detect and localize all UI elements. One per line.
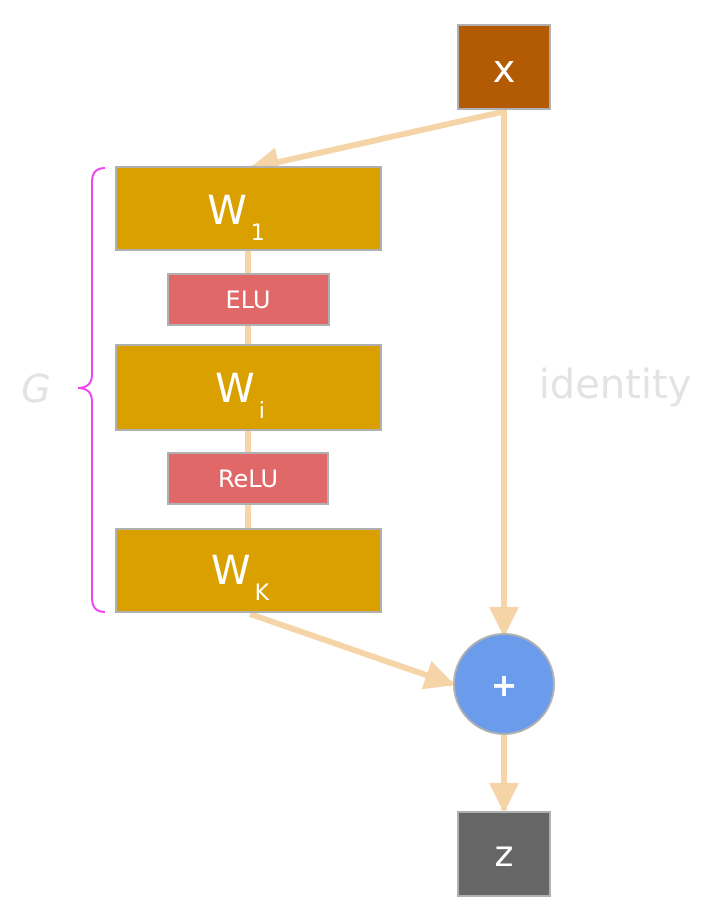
sum-node: + bbox=[453, 633, 555, 735]
layer-w1-label: W bbox=[207, 188, 247, 234]
input-label: x bbox=[493, 47, 516, 91]
output-node: z bbox=[457, 811, 551, 897]
svg-text:Wi: Wi bbox=[215, 366, 265, 424]
activation-relu-label: ReLU bbox=[218, 465, 278, 493]
layer-w1-subscript: 1 bbox=[251, 221, 265, 246]
activation-relu: ReLU bbox=[167, 452, 329, 505]
layer-wk-subscript: K bbox=[255, 581, 270, 606]
arrow-wk-to-sum bbox=[249, 611, 455, 690]
input-node: x bbox=[457, 24, 551, 110]
layer-wi-subscript: i bbox=[259, 399, 265, 424]
group-label: G bbox=[21, 367, 50, 411]
identity-label: identity bbox=[539, 362, 692, 408]
svg-text:WK: WK bbox=[211, 548, 270, 606]
layer-wi-label: W bbox=[215, 366, 255, 412]
output-label: z bbox=[495, 834, 514, 875]
activation-elu-label: ELU bbox=[226, 286, 271, 314]
arrow-x-to-w1 bbox=[249, 109, 503, 177]
sum-label: + bbox=[491, 666, 518, 704]
svg-text:W1: W1 bbox=[207, 188, 265, 246]
layer-wk-label: W bbox=[211, 548, 251, 594]
group-brace bbox=[77, 167, 106, 613]
activation-elu: ELU bbox=[167, 273, 330, 326]
